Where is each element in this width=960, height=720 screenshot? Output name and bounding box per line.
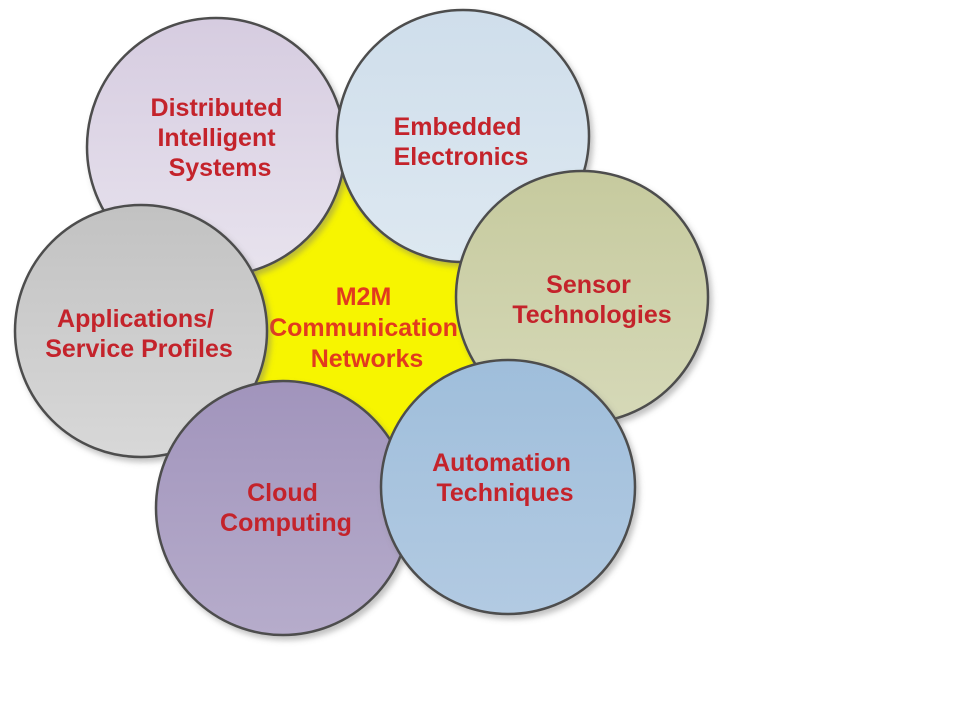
- node-label-line: Applications/: [57, 305, 214, 333]
- m2m-center-label: M2M Communication Networks: [269, 283, 465, 373]
- node-automation-techniques: Automation Techniques: [379, 358, 637, 616]
- node-label-line: Cloud: [247, 479, 318, 507]
- applications-service-profiles-circle: [13, 203, 269, 459]
- node-label-line: Technologies: [512, 301, 671, 329]
- cloud-computing-label: Cloud Computing: [220, 479, 352, 537]
- embedded-electronics-label: Embedded Electronics: [394, 113, 529, 171]
- node-applications-service-profiles: Applications/ Service Profiles: [13, 203, 269, 459]
- node-label-line: Systems: [169, 154, 272, 182]
- node-label-line: Automation: [432, 449, 571, 477]
- center-label-line: Networks: [311, 345, 424, 373]
- node-label-line: Service Profiles: [45, 335, 233, 363]
- automation-techniques-circle: [379, 358, 637, 616]
- node-label-line: Sensor: [546, 271, 631, 299]
- applications-service-profiles-label: Applications/ Service Profiles: [45, 305, 233, 363]
- node-label-line: Electronics: [394, 143, 529, 171]
- automation-techniques-label: Automation Techniques: [432, 449, 578, 507]
- node-label-line: Computing: [220, 509, 352, 537]
- node-label-line: Techniques: [436, 479, 573, 507]
- cloud-computing-circle: [154, 379, 412, 637]
- sensor-technologies-label: Sensor Technologies: [512, 271, 671, 329]
- distributed-intelligent-systems-label: Distributed Intelligent Systems: [151, 94, 290, 182]
- center-label-line: M2M: [336, 283, 392, 311]
- node-label-line: Distributed: [151, 94, 283, 122]
- node-cloud-computing: Cloud Computing: [154, 379, 412, 637]
- center-label-line: Communication: [269, 314, 458, 342]
- node-label-line: Intelligent: [157, 124, 276, 152]
- node-label-line: Embedded: [394, 113, 522, 141]
